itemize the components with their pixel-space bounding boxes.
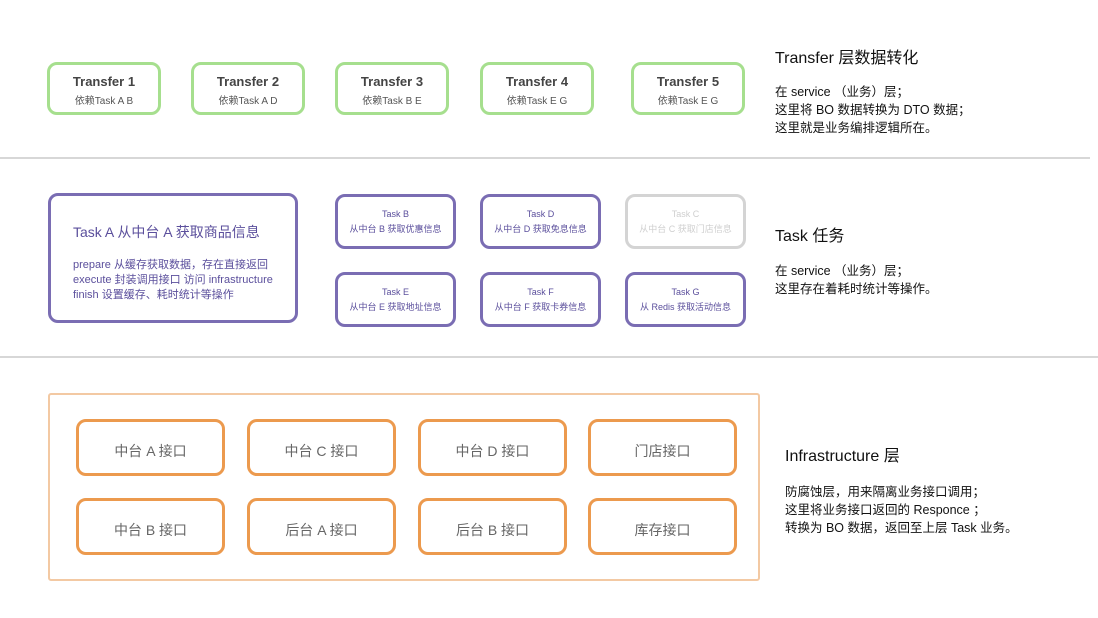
- infra-interface-label: 中台 C 接口: [284, 443, 359, 459]
- desc-line: 转换为 BO 数据，返回至上层 Task 业务。: [785, 521, 1018, 535]
- task-name: Task G: [671, 287, 700, 297]
- task-name: Task B: [381, 209, 409, 219]
- divider-middle: [0, 356, 1098, 358]
- task-desc: 从中台 F 获取卡券信息: [494, 302, 587, 312]
- infra-interface-box: 库存接口: [588, 498, 737, 555]
- task-name: Task F: [527, 287, 554, 297]
- task-layer-desc: 在 service （业务）层； 这里存在着耗时统计等操作。: [775, 262, 938, 298]
- transfer-deps: 依赖Task E G: [506, 96, 568, 107]
- infra-layer-desc: 防腐蚀层，用来隔离业务接口调用； 这里将业务接口返回的 Responce ； 转…: [785, 483, 1018, 537]
- task-a-box: Task A 从中台 A 获取商品信息 prepare 从缓存获取数据，存在直接…: [48, 193, 298, 323]
- transfer-title: Transfer 5: [656, 74, 720, 89]
- desc-line: 防腐蚀层，用来隔离业务接口调用；: [785, 485, 986, 499]
- task-layer-heading: Task 任务: [775, 228, 845, 245]
- task-b-box: Task B 从中台 B 获取优惠信息: [335, 194, 456, 249]
- infra-interface-box: 门店接口: [588, 419, 737, 476]
- task-desc: 从 Redis 获取活动信息: [639, 302, 731, 312]
- transfer-1-box: Transfer 1 依赖Task A B: [47, 62, 161, 115]
- task-a-line: finish 设置缓存、耗时统计等操作: [73, 289, 234, 301]
- transfer-4-box: Transfer 4 依赖Task E G: [480, 62, 594, 115]
- infra-interface-label: 后台 A 接口: [285, 522, 358, 538]
- infra-interface-label: 后台 B 接口: [455, 522, 530, 538]
- infra-interface-label: 中台 B 接口: [113, 522, 188, 538]
- transfer-layer-desc: 在 service （业务）层； 这里将 BO 数据转换为 DTO 数据； 这里…: [775, 83, 971, 137]
- task-a-line: execute 封装调用接口 访问 infrastructure: [73, 274, 273, 286]
- transfer-3-box: Transfer 3 依赖Task B E: [335, 62, 449, 115]
- infra-interface-box: 中台 D 接口: [418, 419, 567, 476]
- task-c-box: Task C 从中台 C 获取门店信息: [625, 194, 746, 249]
- transfer-title: Transfer 2: [216, 74, 280, 89]
- infra-layer-heading: Infrastructure 层: [785, 448, 900, 465]
- desc-line: 在 service （业务）层；: [775, 264, 910, 278]
- task-f-box: Task F 从中台 F 获取卡券信息: [480, 272, 601, 327]
- task-desc: 从中台 E 获取地址信息: [349, 302, 442, 312]
- task-g-box: Task G 从 Redis 获取活动信息: [625, 272, 746, 327]
- infra-interface-label: 库存接口: [634, 522, 691, 538]
- infra-interface-label: 中台 D 接口: [455, 443, 530, 459]
- transfer-deps: 依赖Task A B: [74, 96, 134, 107]
- transfer-title: Transfer 1: [72, 74, 136, 89]
- desc-line: 这里将 BO 数据转换为 DTO 数据；: [775, 103, 971, 117]
- infra-interface-box: 中台 B 接口: [76, 498, 225, 555]
- infra-interface-box: 中台 C 接口: [247, 419, 396, 476]
- infra-interface-box: 中台 A 接口: [76, 419, 225, 476]
- desc-line: 这里就是业务编排逻辑所在。: [775, 121, 938, 135]
- divider-top: [0, 157, 1090, 159]
- transfer-deps: 依赖Task A D: [218, 96, 278, 107]
- transfer-deps: 依赖Task E G: [657, 96, 719, 107]
- infra-interface-label: 门店接口: [634, 443, 691, 459]
- transfer-deps: 依赖Task B E: [362, 96, 422, 107]
- transfer-title: Transfer 4: [505, 74, 569, 89]
- infra-interface-box: 后台 A 接口: [247, 498, 396, 555]
- task-name: Task D: [526, 209, 555, 219]
- task-a-line: prepare 从缓存获取数据，存在直接返回: [73, 259, 268, 271]
- task-desc: 从中台 C 获取门店信息: [639, 224, 732, 234]
- desc-line: 在 service （业务）层；: [775, 85, 910, 99]
- infrastructure-frame: [48, 393, 760, 581]
- transfer-5-box: Transfer 5 依赖Task E G: [631, 62, 745, 115]
- task-desc: 从中台 D 获取免息信息: [494, 224, 587, 234]
- infra-interface-label: 中台 A 接口: [114, 443, 187, 459]
- task-name: Task C: [671, 209, 700, 219]
- desc-line: 这里存在着耗时统计等操作。: [775, 282, 938, 296]
- transfer-2-box: Transfer 2 依赖Task A D: [191, 62, 305, 115]
- transfer-layer-heading: Transfer 层数据转化: [775, 50, 919, 67]
- desc-line: 这里将业务接口返回的 Responce ；: [785, 503, 986, 517]
- transfer-title: Transfer 3: [360, 74, 424, 89]
- task-desc: 从中台 B 获取优惠信息: [349, 224, 442, 234]
- task-name: Task E: [381, 287, 409, 297]
- task-d-box: Task D 从中台 D 获取免息信息: [480, 194, 601, 249]
- task-e-box: Task E 从中台 E 获取地址信息: [335, 272, 456, 327]
- infra-interface-box: 后台 B 接口: [418, 498, 567, 555]
- task-a-title: Task A 从中台 A 获取商品信息: [73, 224, 260, 240]
